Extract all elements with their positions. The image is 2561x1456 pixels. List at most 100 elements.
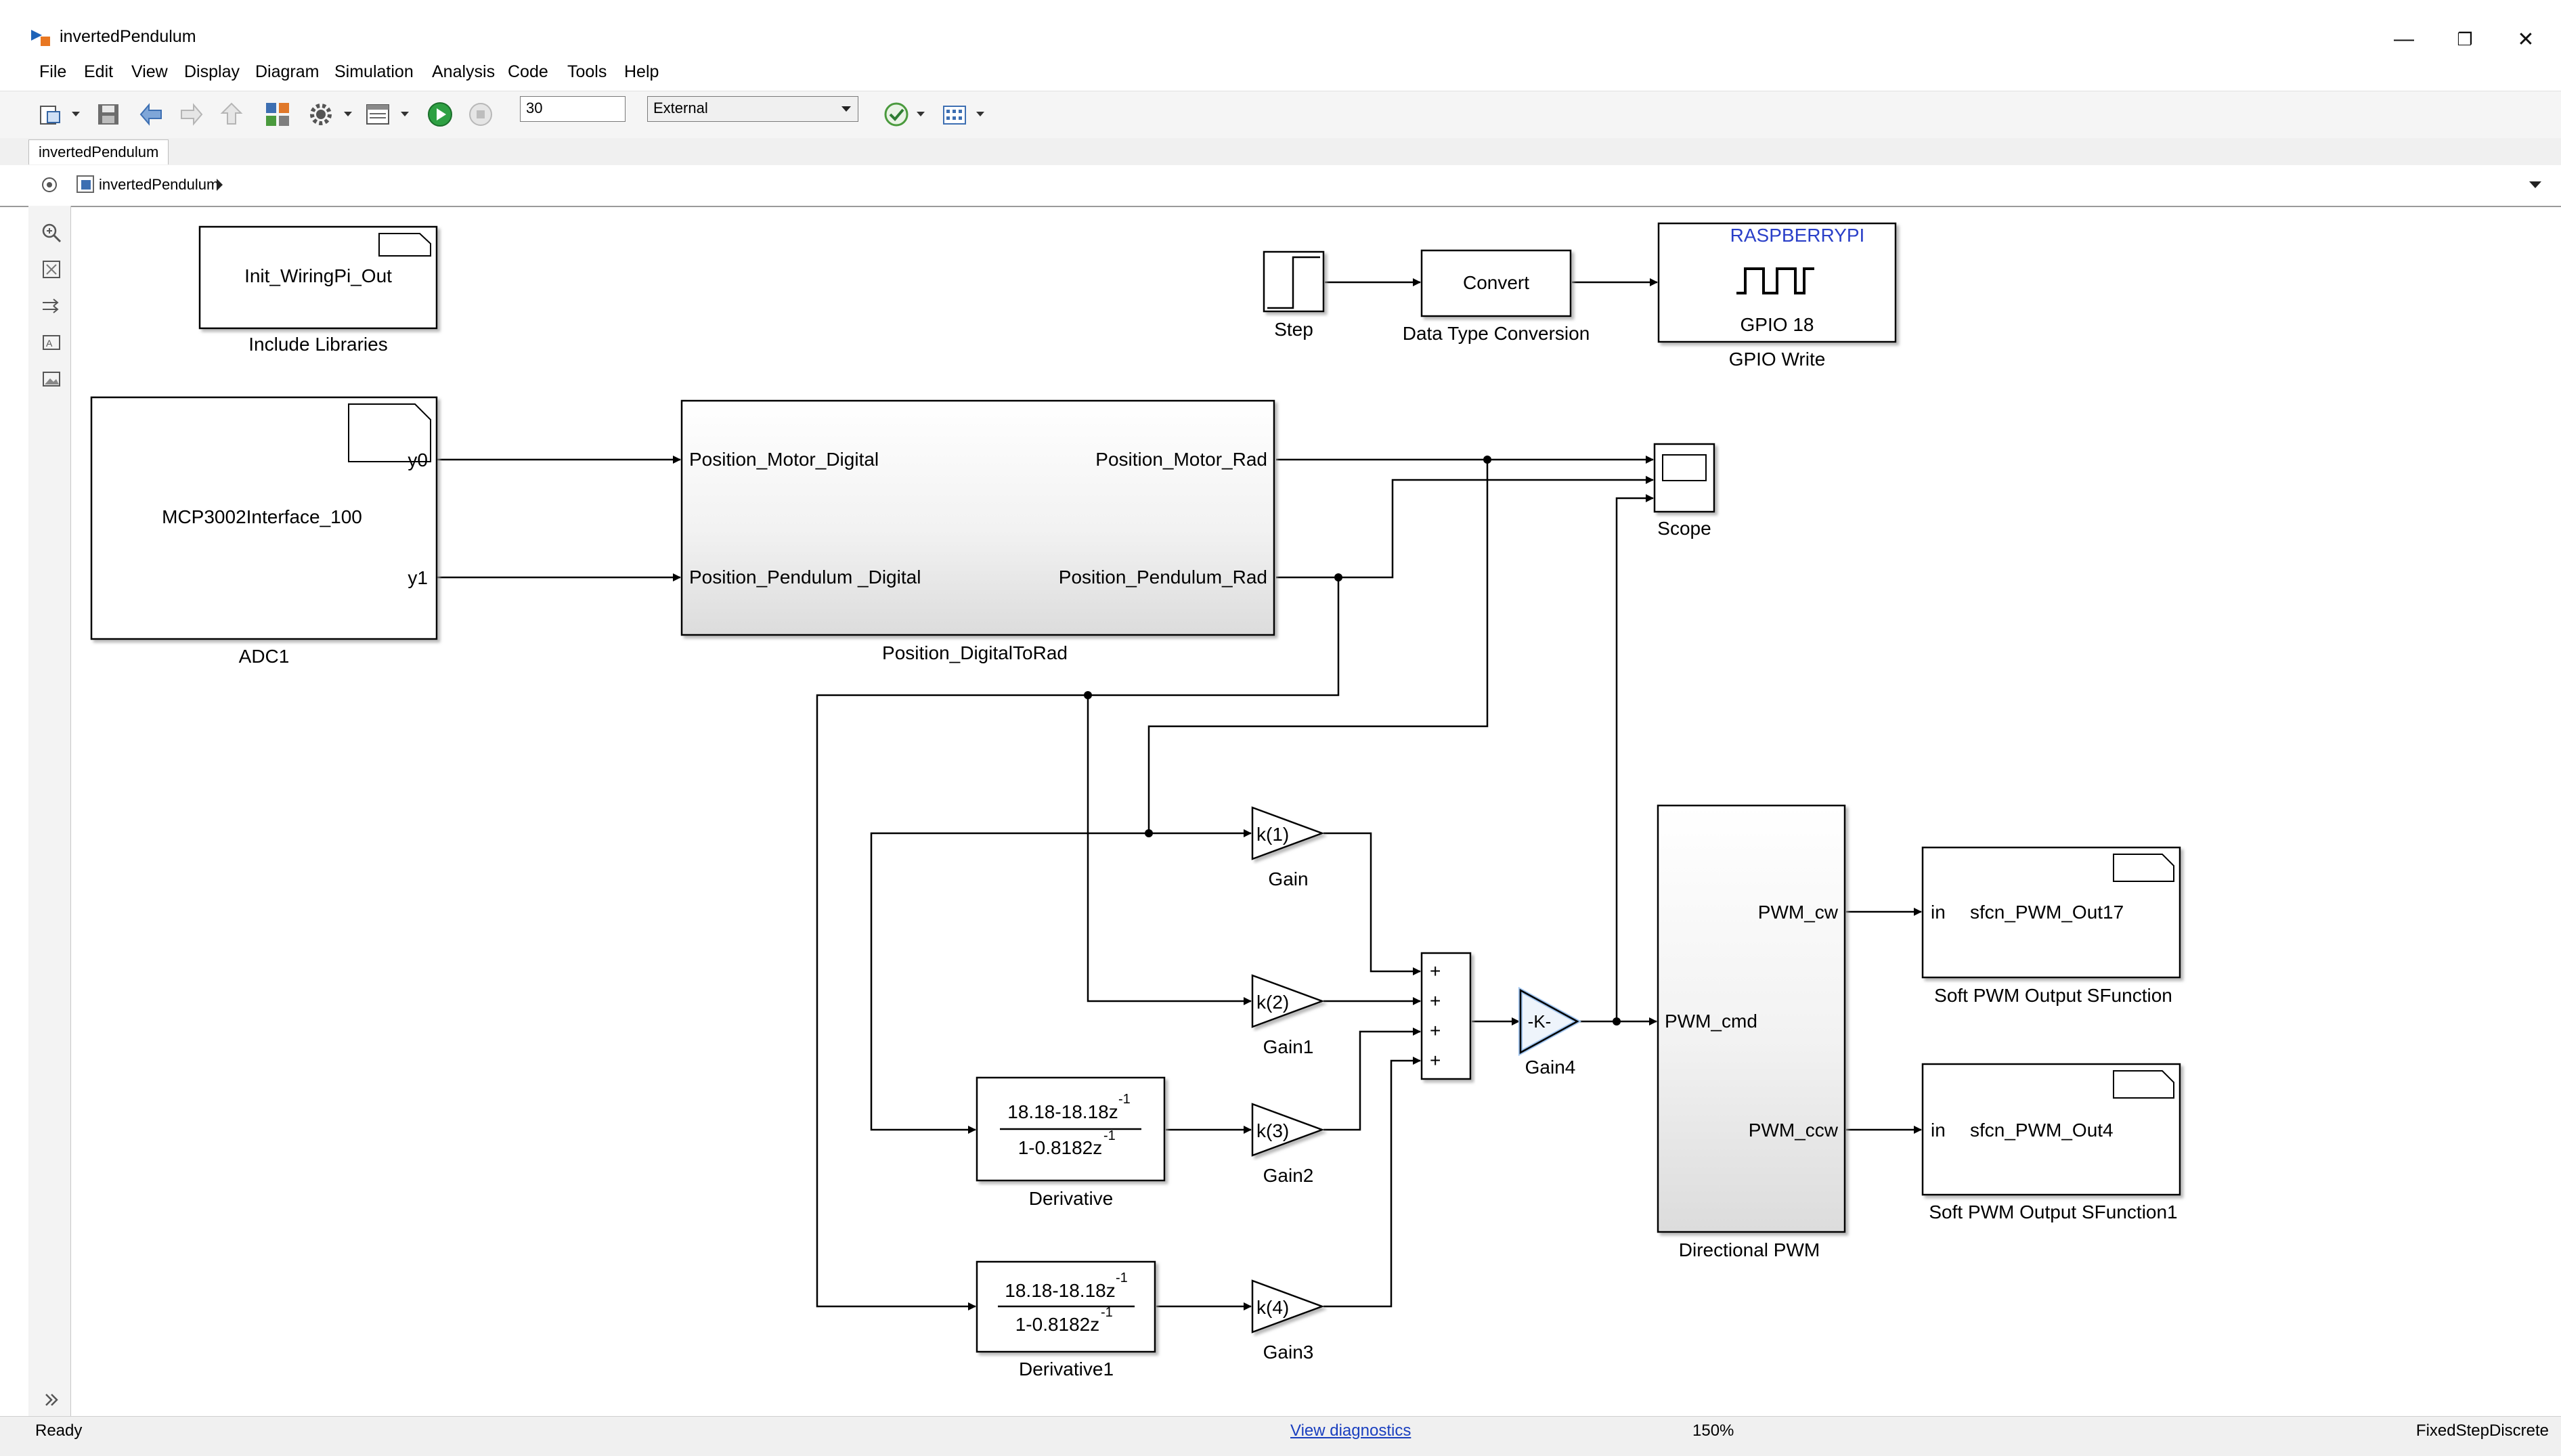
simulation-mode-select[interactable]: External — [647, 96, 858, 122]
sum-sign-4: + — [1430, 1050, 1441, 1071]
explorer-dropdown-caret[interactable] — [401, 112, 409, 116]
gain3-block[interactable]: k(4) — [1251, 1279, 1325, 1333]
stop-icon[interactable] — [467, 101, 494, 128]
signal-motor-to-gain[interactable] — [1147, 460, 1489, 837]
address-dropdown-icon[interactable] — [2529, 181, 2541, 188]
soft-pwm-sfunction1-block[interactable]: in sfcn_PWM_Out4 — [1921, 1063, 2181, 1196]
restore-button[interactable]: ❐ — [2434, 20, 2495, 58]
breadcrumb[interactable]: invertedPendulum — [99, 176, 219, 193]
pulse-waveform-icon — [1736, 267, 1814, 294]
raspberrypi-brand: RASPBERRYPI — [1730, 225, 1865, 246]
back-arrow-icon[interactable] — [138, 101, 165, 128]
adc1-port-y1: y1 — [408, 567, 428, 588]
tab-inverted-pendulum[interactable]: invertedPendulum — [28, 139, 169, 164]
model-settings-gear-icon[interactable] — [307, 101, 334, 128]
soft-pwm-sfunction1-label: Soft PWM Output SFunction1 — [1929, 1201, 2177, 1222]
up-arrow-icon[interactable] — [218, 101, 245, 128]
fit-to-view-icon[interactable] — [41, 259, 62, 280]
minimize-button[interactable]: — — [2373, 20, 2434, 58]
derivative-label: Derivative — [1029, 1188, 1113, 1209]
inspector-dropdown-caret[interactable] — [976, 112, 984, 116]
include-libraries-block[interactable]: Init_WiringPi_Out — [198, 225, 438, 330]
menu-display[interactable]: Display — [184, 62, 240, 81]
expand-palette-icon[interactable] — [41, 1389, 62, 1411]
signal-gain4-to-scope[interactable] — [1615, 494, 1654, 1021]
view-diagnostics-link[interactable]: View diagnostics — [1290, 1421, 1411, 1440]
run-icon[interactable] — [426, 101, 454, 128]
save-icon[interactable] — [95, 101, 122, 128]
address-bar — [0, 165, 2561, 207]
gain4-value: -K- — [1528, 1011, 1552, 1032]
adc1-text: MCP3002Interface_100 — [162, 506, 362, 527]
gain-label: Gain — [1268, 868, 1308, 889]
settings-dropdown-caret[interactable] — [344, 112, 352, 116]
scope-block[interactable] — [1653, 443, 1715, 513]
forward-arrow-icon[interactable] — [177, 101, 204, 128]
new-dropdown-caret[interactable] — [72, 112, 80, 116]
port-position-motor-rad: Position_Motor_Rad — [1095, 449, 1267, 470]
annotation-icon[interactable]: A — [41, 332, 62, 353]
model-explorer-icon[interactable] — [364, 101, 391, 128]
chevron-down-icon — [841, 106, 851, 112]
position-digital-to-rad-block[interactable]: Position_Motor_Digital Position_Pendulum… — [680, 399, 1275, 636]
gain-block[interactable]: k(1) — [1251, 806, 1325, 860]
signal-pendulum-rad-scope[interactable] — [1276, 476, 1654, 579]
signal-gain3-to-sum[interactable] — [1323, 1057, 1421, 1308]
menu-simulation[interactable]: Simulation — [334, 62, 414, 81]
check-dropdown-caret[interactable] — [917, 112, 925, 116]
sum-block[interactable]: + + + + — [1420, 952, 1472, 1080]
model-canvas[interactable]: Init_WiringPi_Out Include Libraries Step… — [72, 207, 2559, 1416]
data-inspector-icon[interactable] — [941, 101, 968, 128]
close-button[interactable]: ✕ — [2495, 20, 2556, 58]
data-type-conversion-block[interactable]: Convert — [1420, 249, 1572, 317]
library-browser-icon[interactable] — [264, 101, 291, 128]
soft-pwm-sfunction-label: Soft PWM Output SFunction — [1934, 985, 2172, 1006]
sfcn4-text: sfcn_PWM_Out4 — [1970, 1120, 2114, 1141]
menu-analysis[interactable]: Analysis — [432, 62, 496, 81]
window-title: invertedPendulum — [60, 27, 196, 46]
left-palette — [28, 206, 71, 1419]
zoom-level: 150% — [1692, 1421, 1734, 1440]
signal-gain-to-sum[interactable] — [1323, 832, 1421, 975]
solver-name: FixedStepDiscrete — [2415, 1421, 2549, 1440]
signal-to-derivative[interactable] — [870, 832, 1149, 1134]
adc1-label: ADC1 — [239, 646, 290, 667]
signal-gain2-to-sum[interactable] — [1323, 1028, 1421, 1131]
directional-pwm-block[interactable]: PWM_cmd PWM_cw PWM_ccw — [1657, 804, 1846, 1233]
derivative1-block[interactable]: 18.18-18.18z -1 1-0.8182z -1 — [976, 1260, 1156, 1353]
signal-pendulum-to-gain1[interactable] — [1087, 577, 1340, 1005]
gain-value: k(1) — [1256, 824, 1289, 845]
menu-edit[interactable]: Edit — [84, 62, 114, 81]
gain1-value: k(2) — [1256, 992, 1289, 1013]
hide-browser-icon[interactable] — [41, 176, 58, 194]
new-model-icon[interactable] — [38, 101, 65, 128]
model-icon — [76, 175, 94, 193]
data-type-conversion-label: Data Type Conversion — [1403, 323, 1590, 344]
gain1-block[interactable]: k(2) — [1251, 974, 1325, 1028]
menu-help[interactable]: Help — [624, 62, 659, 81]
scope-label: Scope — [1657, 518, 1711, 539]
derivative-block[interactable]: 18.18-18.18z -1 1-0.8182z -1 — [976, 1076, 1166, 1182]
step-block[interactable] — [1263, 250, 1325, 313]
menu-code[interactable]: Code — [508, 62, 548, 81]
check-model-icon[interactable] — [883, 101, 910, 128]
gain2-block[interactable]: k(3) — [1251, 1103, 1325, 1157]
route-lines-icon[interactable] — [41, 295, 62, 317]
menu-tools[interactable]: Tools — [567, 62, 607, 81]
adc1-block[interactable]: MCP3002Interface_100 y0 y1 — [90, 396, 438, 640]
gain4-block[interactable]: -K- — [1518, 986, 1582, 1057]
soft-pwm-sfunction-block[interactable]: in sfcn_PWM_Out17 — [1921, 846, 2181, 979]
menu-diagram[interactable]: Diagram — [255, 62, 320, 81]
breadcrumb-arrow-icon[interactable] — [217, 179, 223, 191]
derivative1-denominator: 1-0.8182z — [1015, 1314, 1100, 1335]
sfcn4-port-in: in — [1931, 1120, 1946, 1141]
stop-time-input[interactable]: 30 — [520, 96, 626, 122]
signal-to-derivative1[interactable] — [816, 694, 1088, 1310]
port-pwm-cmd: PWM_cmd — [1665, 1011, 1757, 1032]
gain1-label: Gain1 — [1263, 1036, 1314, 1057]
gpio-write-block[interactable]: RASPBERRYPI GPIO 18 — [1657, 222, 1897, 343]
image-icon[interactable] — [41, 368, 62, 390]
menu-view[interactable]: View — [131, 62, 168, 81]
zoom-icon[interactable] — [41, 222, 62, 244]
menu-file[interactable]: File — [39, 62, 67, 81]
